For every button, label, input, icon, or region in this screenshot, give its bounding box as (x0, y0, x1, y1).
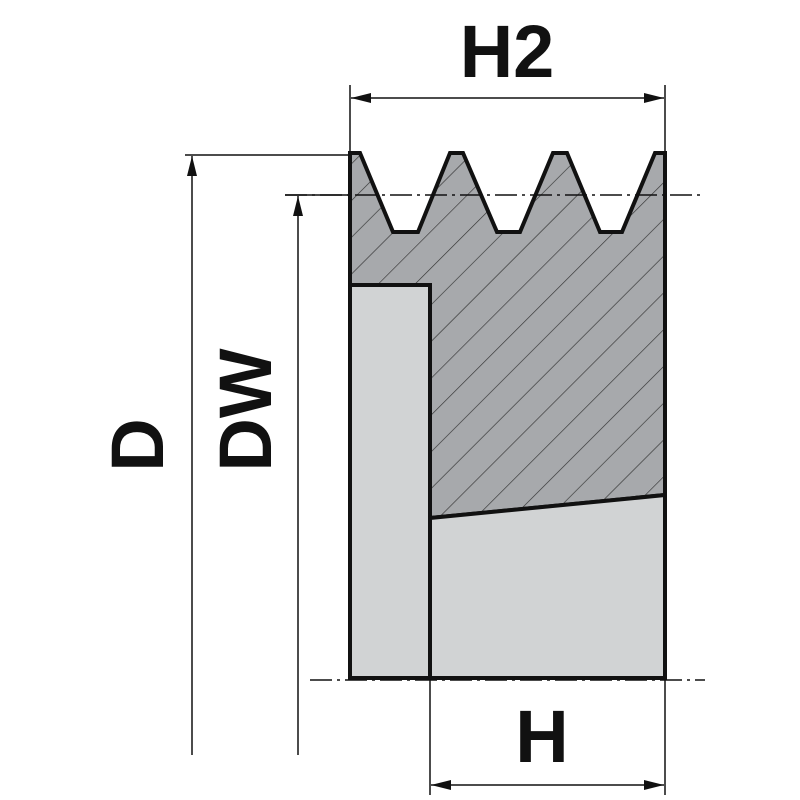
d-label: D (96, 418, 179, 471)
dw-label: DW (204, 348, 287, 471)
hub-bore-left (348, 283, 432, 680)
hub-bore-right (428, 492, 667, 680)
h2-label: H2 (460, 10, 555, 93)
h-label: H (515, 695, 568, 778)
